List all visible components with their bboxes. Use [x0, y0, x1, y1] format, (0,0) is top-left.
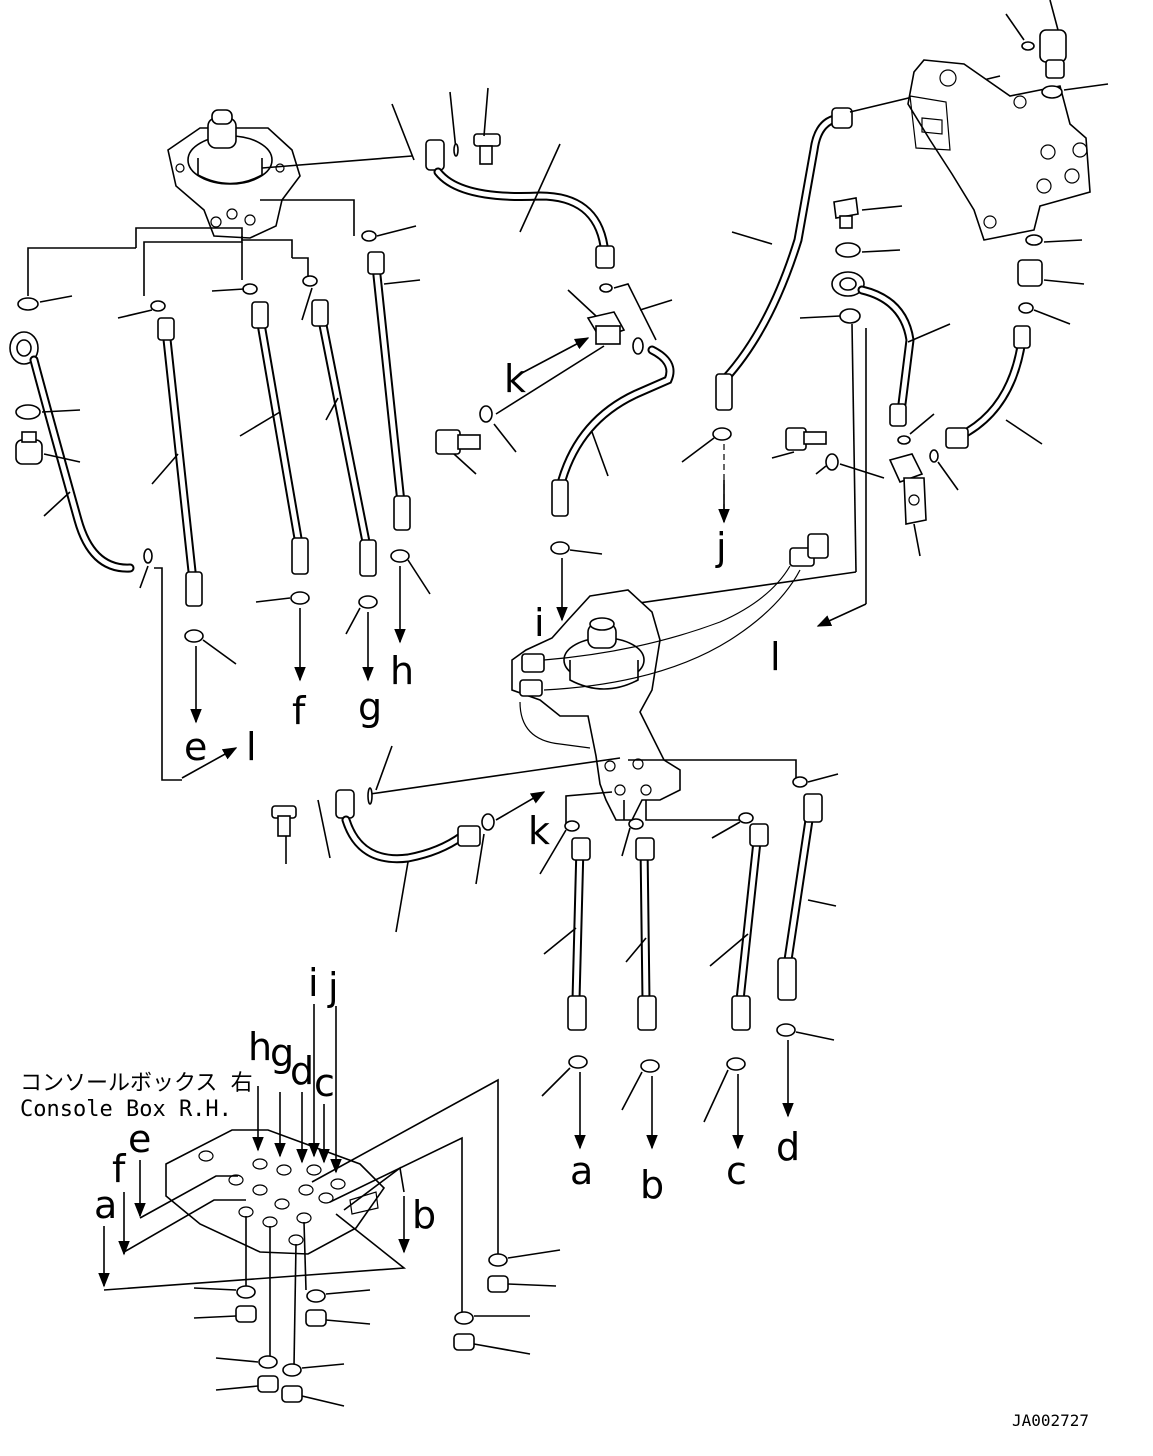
washer-icon	[358, 595, 378, 609]
port-label-h: h	[390, 649, 414, 693]
port-labels: e f g h l k j i l k a b c d a b c d e f …	[94, 357, 800, 1237]
arrow-diagonal-icon	[495, 791, 546, 821]
port-label-l-2: l	[770, 635, 781, 679]
console-label-a: a	[94, 1183, 117, 1227]
upper-center-pipe	[391, 87, 615, 269]
port-label-k: k	[504, 357, 526, 401]
oring-icon	[738, 812, 754, 824]
arrow-diagonal-icon	[519, 337, 590, 375]
console-label-f: f	[112, 1147, 127, 1191]
washer-icon	[282, 1363, 302, 1377]
washers-left	[154, 549, 431, 781]
console-label-d: d	[290, 1049, 314, 1093]
oring-icon	[897, 435, 911, 445]
nut-icon	[257, 1375, 279, 1393]
console-caption-en: Console Box R.H.	[20, 1097, 232, 1122]
console-caption-jp: コンソールボックス 右	[20, 1071, 253, 1096]
nut-icon	[281, 1385, 303, 1403]
oring-icon	[792, 776, 808, 788]
port-label-j: j	[715, 525, 727, 569]
oring-icon	[17, 297, 39, 311]
oring-icon	[302, 275, 318, 287]
washer-icon	[454, 1311, 474, 1325]
oring-icon	[839, 308, 861, 324]
oring-icon	[143, 548, 153, 564]
oring-icon	[1041, 85, 1063, 99]
washer-icon	[290, 591, 310, 605]
arrow-diagonal-icon	[816, 603, 867, 627]
washer-icon	[306, 1289, 326, 1303]
port-label-f: f	[292, 689, 307, 733]
nut-icon	[235, 1305, 257, 1323]
oring-icon	[929, 449, 939, 463]
port-label-k-2: k	[528, 809, 550, 853]
console-label-i: i	[308, 961, 319, 1005]
console-label-g: g	[270, 1031, 294, 1075]
port-label-g: g	[358, 685, 382, 729]
manifold-bracket	[907, 0, 1109, 246]
washer-icon	[258, 1355, 278, 1369]
port-label-b: b	[640, 1163, 664, 1207]
port-label-a: a	[570, 1149, 593, 1193]
washer-icon	[184, 629, 204, 643]
oring-icon	[242, 283, 258, 295]
tee-block-upper	[435, 283, 675, 622]
lower-hoses	[539, 773, 839, 1150]
washer-icon	[488, 1253, 508, 1267]
oring-icon	[481, 813, 495, 831]
left-valve-leaders	[27, 155, 413, 296]
port-label-l: l	[246, 725, 257, 769]
console-label-c: c	[314, 1061, 335, 1105]
oring-icon	[632, 337, 644, 355]
oring-icon	[1018, 302, 1034, 314]
washer-icon	[568, 1055, 588, 1069]
console-fasteners	[193, 1249, 561, 1407]
console-label-e: e	[128, 1117, 151, 1161]
console-label-b: b	[412, 1193, 436, 1237]
hoses-left	[9, 251, 421, 607]
washer-icon	[640, 1059, 660, 1073]
port-label-c: c	[726, 1149, 747, 1193]
oring-icon	[1021, 41, 1035, 51]
washer-icon	[712, 427, 732, 441]
right-hoses	[631, 197, 1085, 640]
seal-row-left	[17, 225, 417, 321]
ppc-valve-lower	[511, 533, 829, 821]
drawing-code: JA002727	[1012, 1411, 1089, 1430]
oring-icon	[628, 818, 644, 830]
nut-icon	[305, 1309, 327, 1327]
lower-left-pipe	[271, 787, 546, 933]
console-label-h: h	[248, 1025, 272, 1069]
nut-icon	[453, 1333, 475, 1351]
console-leaders	[98, 1004, 499, 1367]
console-caption: コンソールボックス 右 Console Box R.H.	[20, 1071, 253, 1122]
nut-icon	[487, 1275, 509, 1293]
washer-icon	[550, 541, 570, 555]
oring-icon	[361, 230, 377, 242]
oring-icon	[15, 404, 41, 420]
port-label-e: e	[184, 725, 207, 769]
washer-icon	[776, 1023, 796, 1037]
washer-icon	[726, 1057, 746, 1071]
oring-icon	[599, 283, 613, 293]
port-label-d: d	[776, 1125, 800, 1169]
washer-icon	[236, 1285, 256, 1299]
washer-icon	[825, 453, 839, 471]
oring-icon	[150, 300, 166, 312]
oring-icon	[835, 242, 861, 258]
console-label-j: j	[327, 965, 339, 1009]
oring-icon	[564, 820, 580, 832]
oring-icon	[1025, 234, 1043, 246]
washer-icon	[390, 549, 410, 563]
ppc-valve-left	[167, 109, 301, 239]
lower-valve-leaders	[369, 745, 797, 826]
arrow-diagonal-icon	[181, 747, 238, 779]
port-label-i: i	[534, 601, 545, 645]
